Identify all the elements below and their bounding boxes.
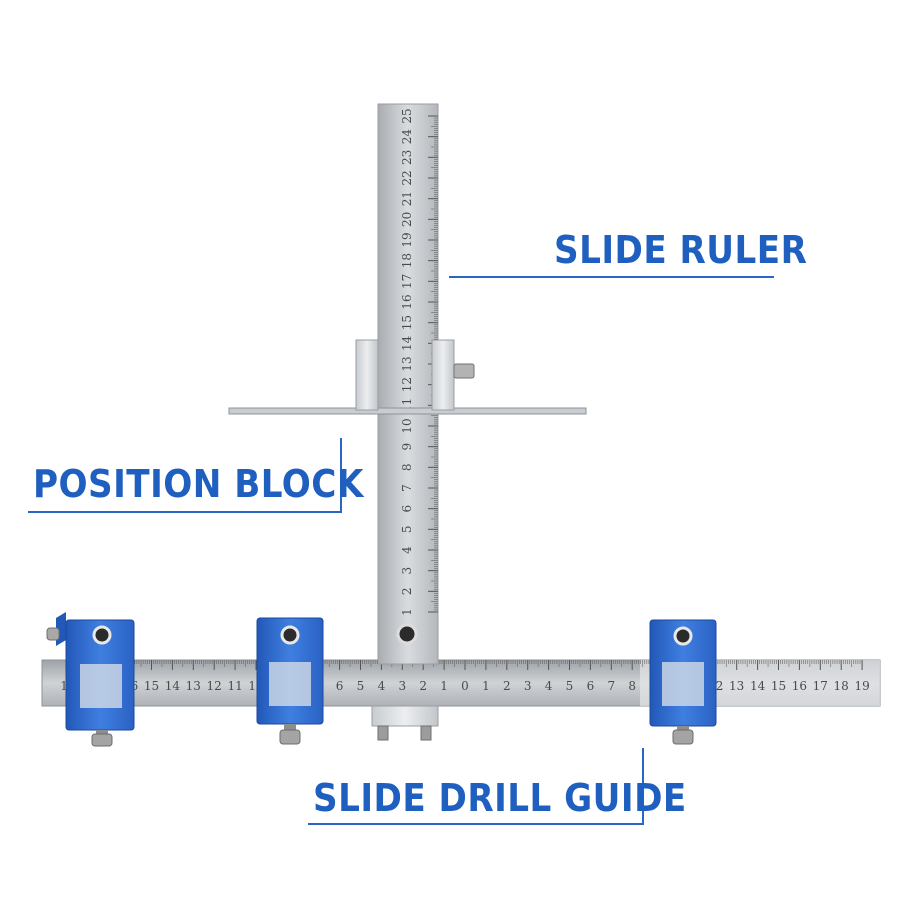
horizontal-ruler-number: 11	[227, 679, 242, 693]
slide-ruler-label: SLIDE RULER	[554, 228, 808, 272]
clamp-screw-left	[377, 725, 389, 741]
position-block	[228, 339, 587, 415]
vertical-ruler-number: 7	[400, 484, 414, 492]
vertical-ruler-number: 20	[400, 212, 414, 227]
horizontal-ruler-number: 15	[771, 679, 786, 693]
horizontal-ruler-number: 3	[524, 679, 532, 693]
vertical-ruler-number: 2	[400, 588, 414, 596]
horizontal-ruler-number: 18	[834, 679, 849, 693]
vertical-ruler-number: 5	[400, 526, 414, 534]
slide-drill-guide-leader	[642, 748, 644, 825]
vertical-ruler-number: 6	[400, 505, 414, 513]
horizontal-ruler-number: 6	[587, 679, 595, 693]
position-block-label: POSITION BLOCK	[33, 462, 364, 506]
horizontal-ruler-number: 14	[750, 679, 766, 693]
horizontal-ruler-number: 6	[336, 679, 344, 693]
vertical-ruler-number: 3	[400, 567, 414, 575]
pivot-hole	[396, 623, 418, 645]
drill-guide-block-middle	[256, 617, 324, 745]
slide-drill-guide-underline	[308, 823, 644, 825]
vertical-ruler: 1234567891011121314151617181920212223242…	[371, 103, 439, 741]
horizontal-ruler-number: 4	[378, 679, 386, 693]
horizontal-ruler-number: 16	[792, 679, 807, 693]
horizontal-ruler-number: 2	[503, 679, 511, 693]
clamp-screw-right	[420, 725, 432, 741]
horizontal-ruler-number: 2	[419, 679, 427, 693]
vertical-ruler-number: 21	[400, 191, 414, 206]
vertical-ruler-number: 13	[400, 356, 414, 371]
horizontal-ruler-number: 7	[607, 679, 615, 693]
position-block-screw	[453, 363, 475, 379]
horizontal-ruler-number: 17	[813, 679, 828, 693]
vertical-ruler-number: 22	[400, 170, 414, 185]
horizontal-ruler-number: 4	[545, 679, 553, 693]
horizontal-ruler-number: 15	[144, 679, 159, 693]
horizontal-ruler-number: 1	[440, 679, 448, 693]
vertical-ruler-number: 19	[400, 232, 414, 247]
vertical-ruler-number: 8	[400, 464, 414, 472]
horizontal-ruler-number: 12	[207, 679, 222, 693]
vertical-ruler-number: 15	[400, 315, 414, 330]
vertical-ruler-number: 23	[400, 150, 414, 165]
vertical-ruler-number: 10	[400, 418, 414, 433]
horizontal-ruler-number: 0	[461, 679, 469, 693]
bottom-clamp	[371, 705, 439, 727]
slide-drill-guide-label: SLIDE DRILL GUIDE	[313, 776, 687, 820]
position-block-leader	[340, 438, 342, 513]
horizontal-ruler-number: 14	[165, 679, 181, 693]
vertical-ruler-number: 25	[400, 108, 414, 123]
vertical-ruler-numbers: 1234567891011121314151617181920212223242…	[400, 108, 414, 615]
horizontal-ruler-number: 13	[186, 679, 201, 693]
slide-ruler-underline	[449, 276, 774, 278]
vertical-ruler-number: 12	[400, 377, 414, 392]
vertical-ruler-number: 16	[400, 294, 414, 309]
drill-guide-block-right	[649, 619, 717, 745]
vertical-ruler-number: 24	[400, 129, 414, 145]
horizontal-ruler-number: 8	[628, 679, 636, 693]
vertical-ruler-number: 9	[400, 443, 414, 451]
horizontal-ruler-number: 5	[357, 679, 365, 693]
horizontal-ruler-number: 1	[482, 679, 490, 693]
vertical-ruler-number: 17	[400, 274, 414, 289]
horizontal-ruler-number: 19	[854, 679, 869, 693]
vertical-ruler-number: 1	[400, 608, 414, 616]
vertical-ruler-number: 4	[400, 546, 414, 554]
position-block-underline	[28, 511, 341, 513]
horizontal-ruler-number: 3	[398, 679, 406, 693]
horizontal-ruler: 1918171615141312111098765432101234567891…	[41, 659, 881, 707]
drill-guide-block-left	[46, 612, 135, 747]
horizontal-ruler-number: 13	[729, 679, 744, 693]
vertical-ruler-number: 14	[400, 335, 414, 351]
horizontal-ruler-number: 5	[566, 679, 574, 693]
vertical-ruler-number: 18	[400, 253, 414, 268]
